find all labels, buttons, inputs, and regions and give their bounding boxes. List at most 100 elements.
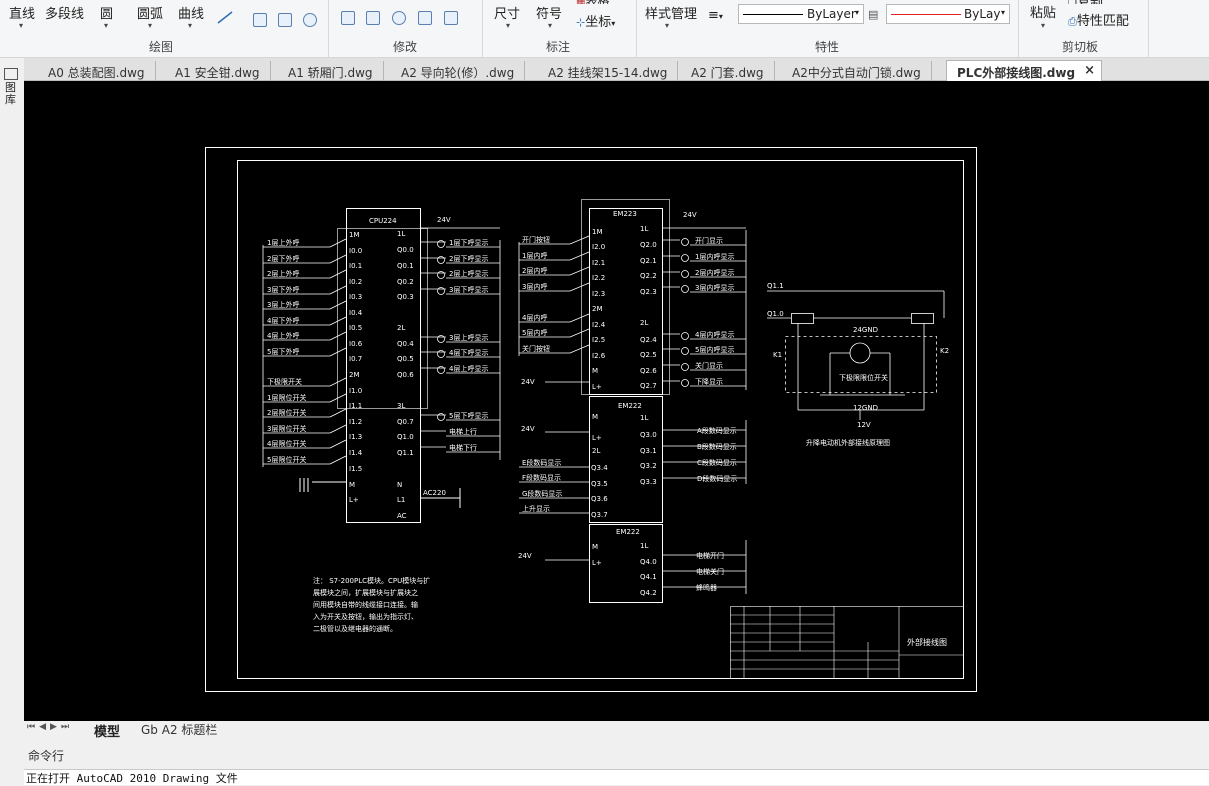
lamp-symbol xyxy=(437,256,445,264)
cpu-input-pin: I0.3 xyxy=(349,293,362,301)
curve-dropdown-icon[interactable]: ▾ xyxy=(188,21,193,30)
lineweight-icon[interactable]: ▤ xyxy=(868,8,879,21)
copy-button[interactable]: ❐复制 xyxy=(1068,0,1103,4)
close-icon[interactable]: × xyxy=(1084,63,1096,78)
switch-contact xyxy=(569,266,590,276)
em223-input-pin: I2.1 xyxy=(592,259,605,267)
cpu-input-label: 3层限位开关 xyxy=(267,424,306,433)
draw-tool-icon[interactable] xyxy=(217,10,235,24)
copy-object-icon[interactable] xyxy=(366,11,380,25)
arc-button[interactable]: 圆弧 xyxy=(137,7,164,22)
em223-input-label: 4层内呼 xyxy=(522,313,547,322)
separator xyxy=(328,0,329,57)
tab-a1-door[interactable]: A1 轿厢门.dwg xyxy=(278,61,384,81)
tab-label: A2 挂线架15-14.dwg xyxy=(548,66,668,80)
cpu-input-pin: 2M xyxy=(349,371,360,379)
em222b-24v: 24V xyxy=(518,552,532,560)
polyline-button[interactable]: 多段线 xyxy=(45,7,85,22)
paste-dropdown-icon[interactable]: ▾ xyxy=(1041,21,1046,30)
em222a-title: EM222 xyxy=(618,402,642,410)
tab-label: A2中分式自动门锁.dwg xyxy=(792,66,921,80)
lamp-symbol xyxy=(437,335,445,343)
curve-button[interactable]: 曲线 xyxy=(178,7,205,22)
motor-schematic: Q1.1 Q1.0 K1 K2 24GND 12GND 12V 下极限限位开关 … xyxy=(767,282,949,447)
coordinate-button[interactable]: ⊹坐标▾ xyxy=(576,15,616,30)
cpu-output-pin: 1L xyxy=(397,230,405,238)
region-icon[interactable] xyxy=(278,13,292,27)
tab-plc[interactable]: PLC外部接线图.dwg × xyxy=(946,60,1103,81)
symbol-button[interactable]: 符号 xyxy=(536,7,563,22)
switch-contact xyxy=(569,235,590,245)
tab-a2-lock[interactable]: A2中分式自动门锁.dwg xyxy=(782,61,932,81)
line-dropdown-icon[interactable]: ▾ xyxy=(19,21,24,30)
arc-dropdown-icon[interactable]: ▾ xyxy=(148,21,153,30)
em223-input-pin: I2.3 xyxy=(592,290,605,298)
cpu-input-label: 4层上外呼 xyxy=(267,331,299,340)
cpu-output-pin: 2L xyxy=(397,324,405,332)
table-button[interactable]: ▦表格 xyxy=(576,0,609,4)
coordinate-label: 坐标 xyxy=(585,15,612,30)
linetype-select[interactable]: ByLayer ▾ xyxy=(738,4,864,24)
switch-contact xyxy=(329,300,347,310)
motor-k1: K1 xyxy=(773,351,782,359)
move-icon[interactable] xyxy=(341,11,355,25)
cpu-input-label: 4层下外呼 xyxy=(267,316,299,325)
circle-dropdown-icon[interactable]: ▾ xyxy=(104,21,109,30)
lamp-symbol xyxy=(437,271,445,279)
cpu-output-label: 1层下呼显示 xyxy=(449,238,488,247)
library-label[interactable]: 图库 xyxy=(5,81,16,106)
em222b-output-label: 电梯关门 xyxy=(696,567,724,576)
symbol-dropdown-icon[interactable]: ▾ xyxy=(548,21,553,30)
tab-a0[interactable]: A0 总装配图.dwg xyxy=(38,61,156,81)
cpu-output-pin: N xyxy=(397,481,402,489)
cpu-output-pin: Q0.7 xyxy=(397,418,414,426)
em223-output-labels: 开门显示1层内呼显示2层内呼显示3层内呼显示4层内呼显示5层内呼显示关门显示下降… xyxy=(662,227,747,390)
paste-button[interactable]: 粘贴 xyxy=(1030,6,1057,21)
circle-button[interactable]: 圆 xyxy=(100,7,114,22)
tab-label: A1 轿厢门.dwg xyxy=(288,66,373,80)
em223-input-label: 1层内呼 xyxy=(522,251,547,260)
lamp-symbol xyxy=(437,287,445,295)
line-button[interactable]: 直线 xyxy=(9,7,36,22)
hatch-icon[interactable] xyxy=(253,13,267,27)
tab-a2-rack[interactable]: A2 挂线架15-14.dwg xyxy=(538,61,679,81)
switch-contact xyxy=(329,331,347,341)
cpu-input-label: 4层限位开关 xyxy=(267,439,306,448)
scale-icon[interactable] xyxy=(418,11,432,25)
em223-block: EM223 24V 1MI2.0I2.1I2.2I2.32MI2.4I2.5I2… xyxy=(518,199,747,395)
properties-group-label: 特性 xyxy=(815,40,840,54)
layout-nav-icons[interactable]: ⏮◀▶⏭ xyxy=(27,722,74,732)
tab-a1-safety[interactable]: A1 安全钳.dwg xyxy=(165,61,271,81)
tab-a2-frame[interactable]: A2 门套.dwg xyxy=(681,61,775,81)
cpu-input-pin: I0.7 xyxy=(349,355,362,363)
em223-output-pin: Q2.2 xyxy=(640,272,657,280)
dimension-dropdown-icon[interactable]: ▾ xyxy=(506,21,511,30)
dimension-button[interactable]: 尺寸 xyxy=(494,7,521,22)
em223-title: EM223 xyxy=(613,210,637,218)
command-output[interactable]: 正在打开 AutoCAD 2010 Drawing 文件 xyxy=(24,769,1209,785)
tab-layout[interactable]: Gb A2 标题栏 xyxy=(141,723,218,737)
style-dropdown-icon[interactable]: ▾ xyxy=(665,21,670,30)
em222b-right-pin: Q4.1 xyxy=(640,573,657,581)
em223-input-label: 5层内呼 xyxy=(522,328,547,337)
lamp-symbol xyxy=(437,413,445,421)
match-properties-button[interactable]: ⎙特性匹配 xyxy=(1068,14,1129,29)
library-icon[interactable] xyxy=(4,68,18,80)
list-icon[interactable]: ≡▾ xyxy=(708,8,723,23)
rotate-icon[interactable] xyxy=(392,11,406,25)
em222b-title: EM222 xyxy=(616,528,640,536)
cpu-input-pin: I1.4 xyxy=(349,449,363,457)
edit-icon[interactable] xyxy=(444,11,458,25)
layer-select[interactable]: ByLay ▾ xyxy=(886,4,1010,24)
style-manager-button[interactable]: 样式管理 xyxy=(645,7,698,22)
tab-a2-guide[interactable]: A2 导向轮(修）.dwg xyxy=(391,61,526,81)
layer-value: ByLay xyxy=(964,7,1001,21)
tab-model[interactable]: 模型 xyxy=(94,725,121,740)
boundary-icon[interactable] xyxy=(303,13,317,27)
cpu-input-label: 3层上外呼 xyxy=(267,300,299,309)
note-line: 注： S7-200PLC模块。CPU模块与扩 xyxy=(313,576,430,585)
